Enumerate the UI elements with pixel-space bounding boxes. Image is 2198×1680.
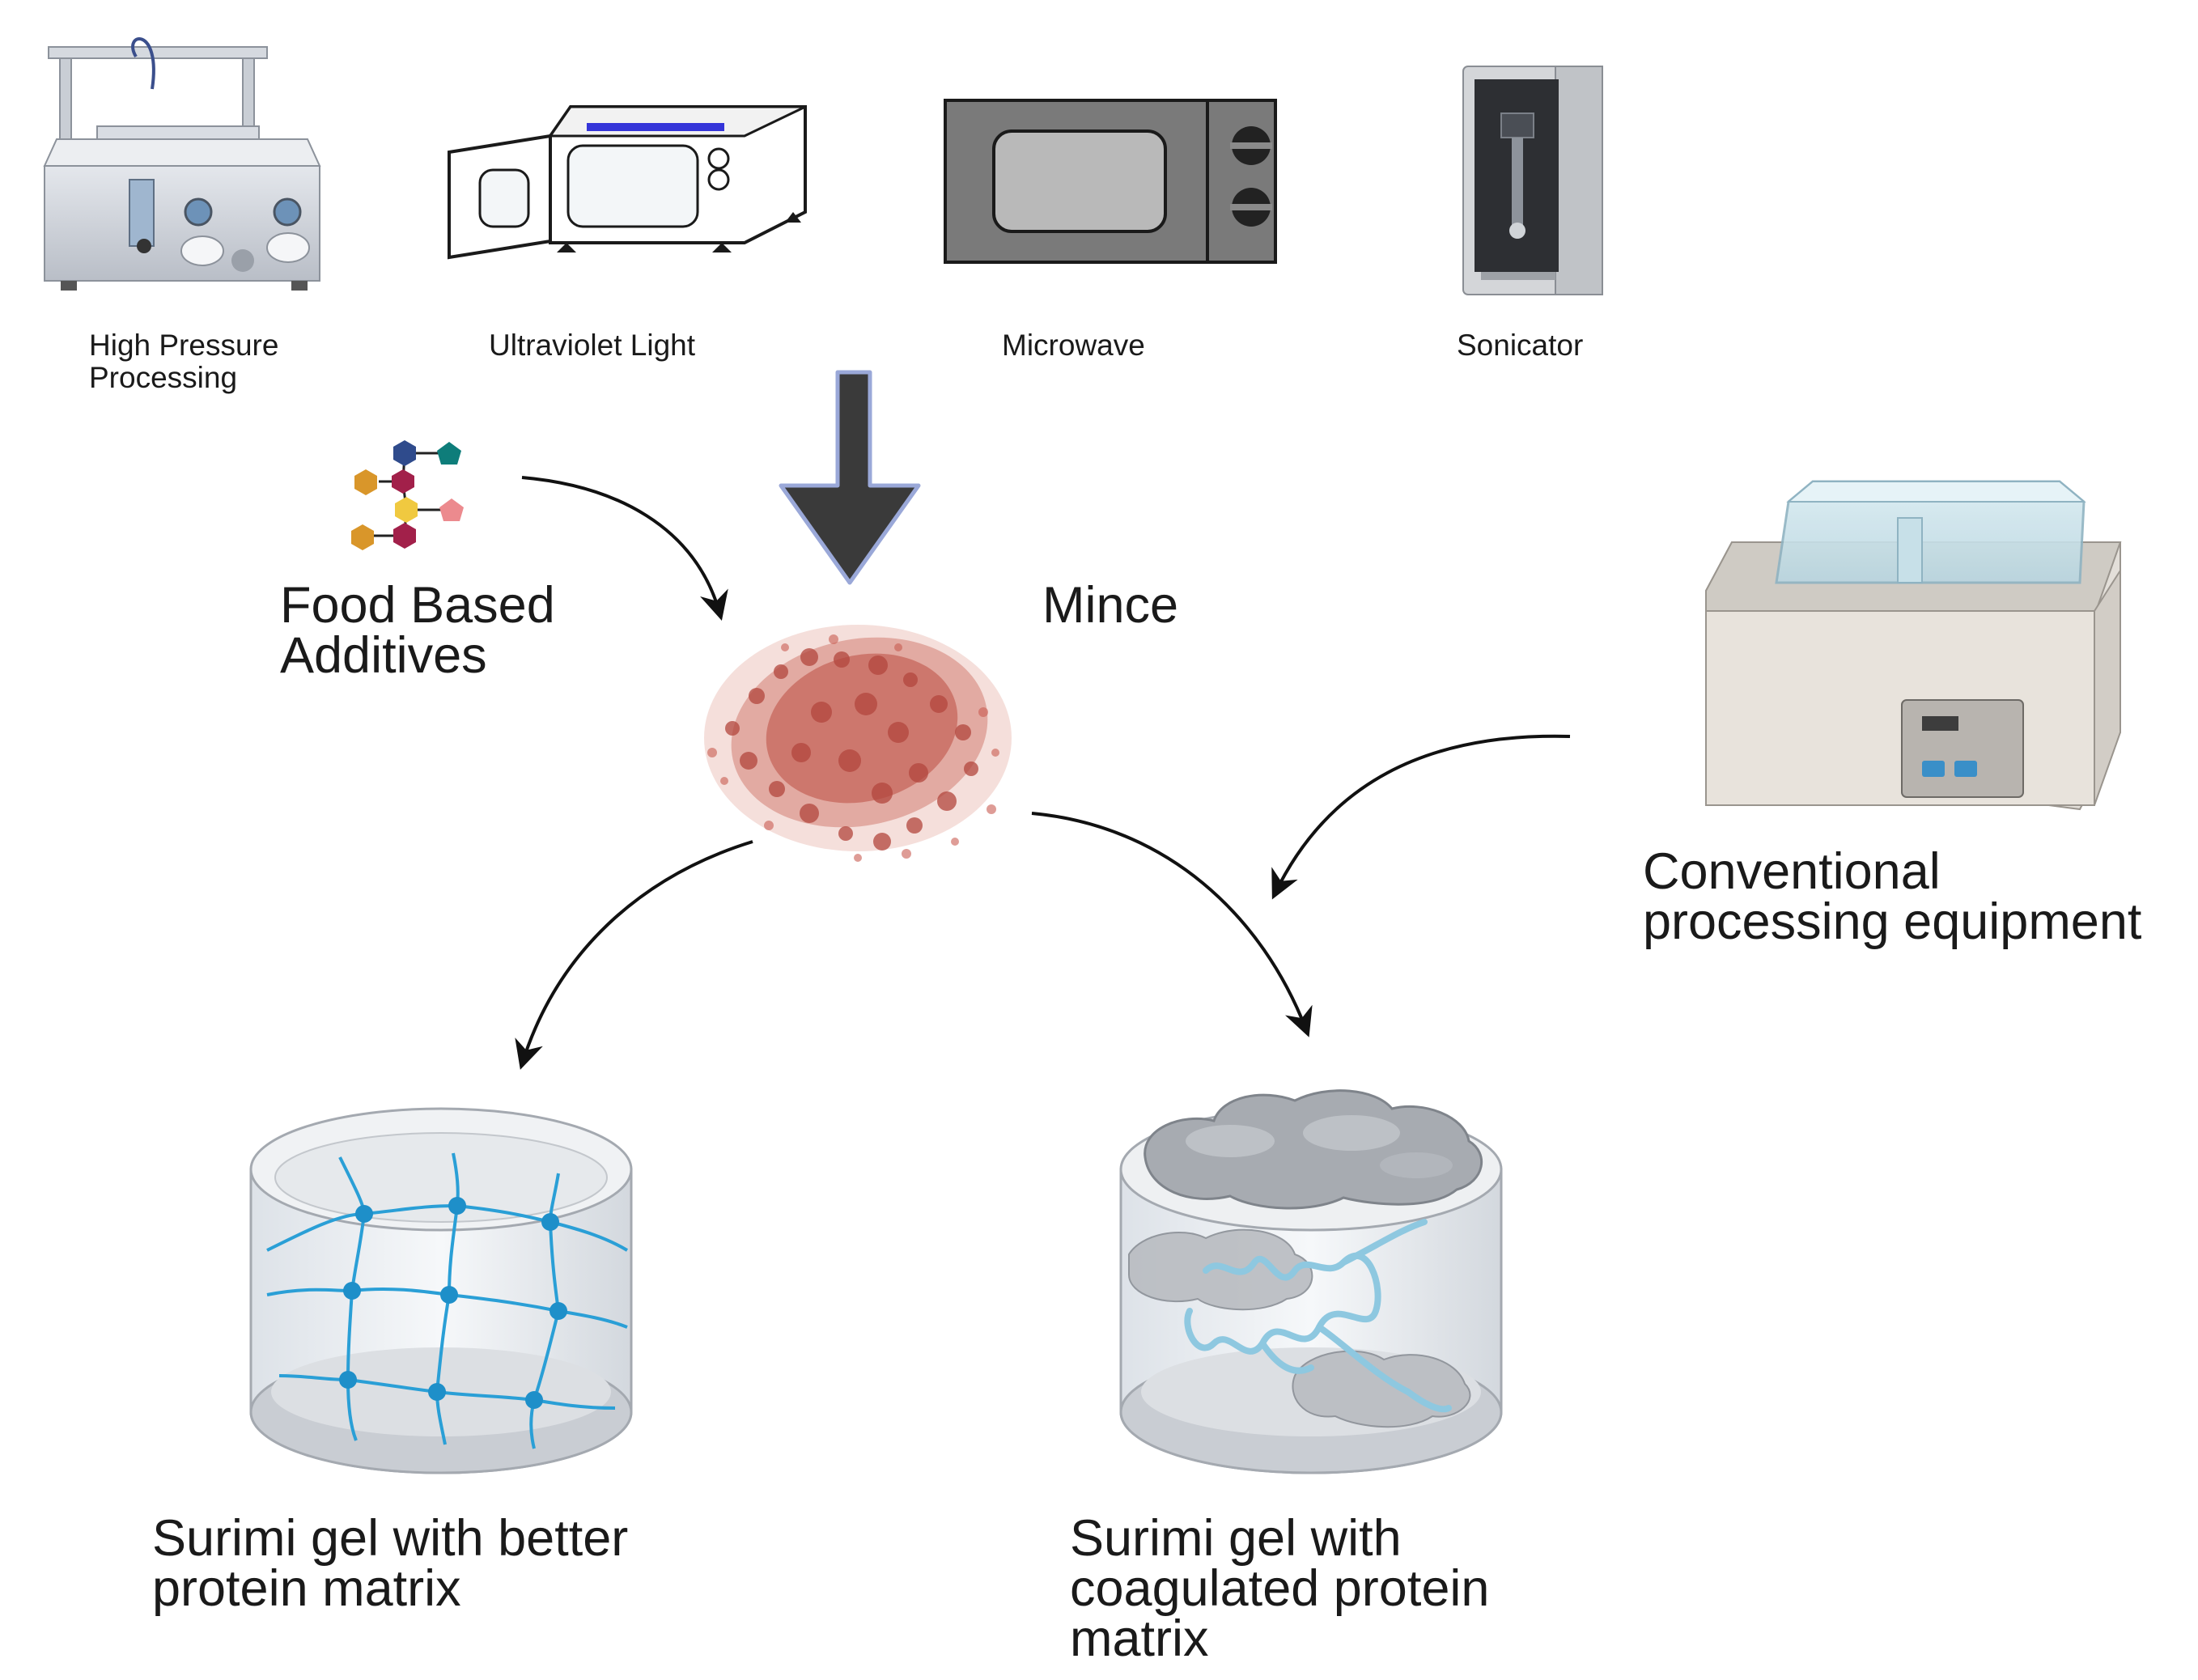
mince-icon xyxy=(704,625,1012,862)
microwave-icon xyxy=(944,99,1277,264)
mince-to-better-gel-arrow xyxy=(515,840,753,1070)
additives-label-line2: Additives xyxy=(280,627,487,684)
high-pressure-label-line2: Processing xyxy=(89,361,238,394)
sonicator-label-text: Sonicator xyxy=(1457,329,1584,362)
mince-label-text: Mince xyxy=(1042,577,1179,634)
water-bath-icon xyxy=(1705,480,2122,811)
conventional-label-line1: Conventional xyxy=(1643,843,1941,900)
surimi-gel-better-matrix-icon xyxy=(249,1107,633,1474)
high-pressure-unit-icon xyxy=(43,37,321,291)
sonicator-icon xyxy=(1462,66,1603,295)
surimi-gel-coagulated-matrix-icon xyxy=(1119,1089,1503,1474)
ultraviolet-label: Ultraviolet Light xyxy=(489,329,695,362)
gel-coagulated-label-line2: coagulated protein xyxy=(1070,1560,1490,1617)
additives-label-line1: Food Based xyxy=(280,577,555,634)
sonicator-label: Sonicator xyxy=(1457,329,1583,362)
conventional-label-line2: processing equipment xyxy=(1643,893,2142,950)
ultraviolet-cabinet-icon xyxy=(448,105,807,260)
gel-better-label-line1: Surimi gel with better xyxy=(152,1510,629,1567)
food-additive-molecules-icon xyxy=(351,440,464,550)
gel-coagulated-label-line3: matrix xyxy=(1070,1610,1209,1667)
gel-better-label-line2: protein matrix xyxy=(152,1560,461,1617)
conventional-to-coagulated-arrow xyxy=(1271,734,1571,900)
big-down-arrow-icon xyxy=(779,370,921,585)
additives-label: Food Based Additives xyxy=(280,580,555,681)
mince-label: Mince xyxy=(1042,580,1178,631)
ultraviolet-label-text: Ultraviolet Light xyxy=(489,329,696,362)
high-pressure-label-line1: High Pressure xyxy=(89,329,279,362)
mince-to-coagulated-gel-arrow xyxy=(1031,812,1313,1037)
microwave-label-text: Microwave xyxy=(1002,329,1145,362)
high-pressure-label: High Pressure Processing xyxy=(89,329,278,394)
gel-coagulated-label-line1: Surimi gel with xyxy=(1070,1510,1402,1567)
microwave-label: Microwave xyxy=(1002,329,1145,362)
gel-coagulated-label: Surimi gel with coagulated protein matri… xyxy=(1070,1510,1490,1667)
conventional-label: Conventional processing equipment xyxy=(1643,843,2142,950)
gel-better-label: Surimi gel with better protein matrix xyxy=(152,1513,628,1614)
additives-to-mince-arrow xyxy=(521,476,728,621)
